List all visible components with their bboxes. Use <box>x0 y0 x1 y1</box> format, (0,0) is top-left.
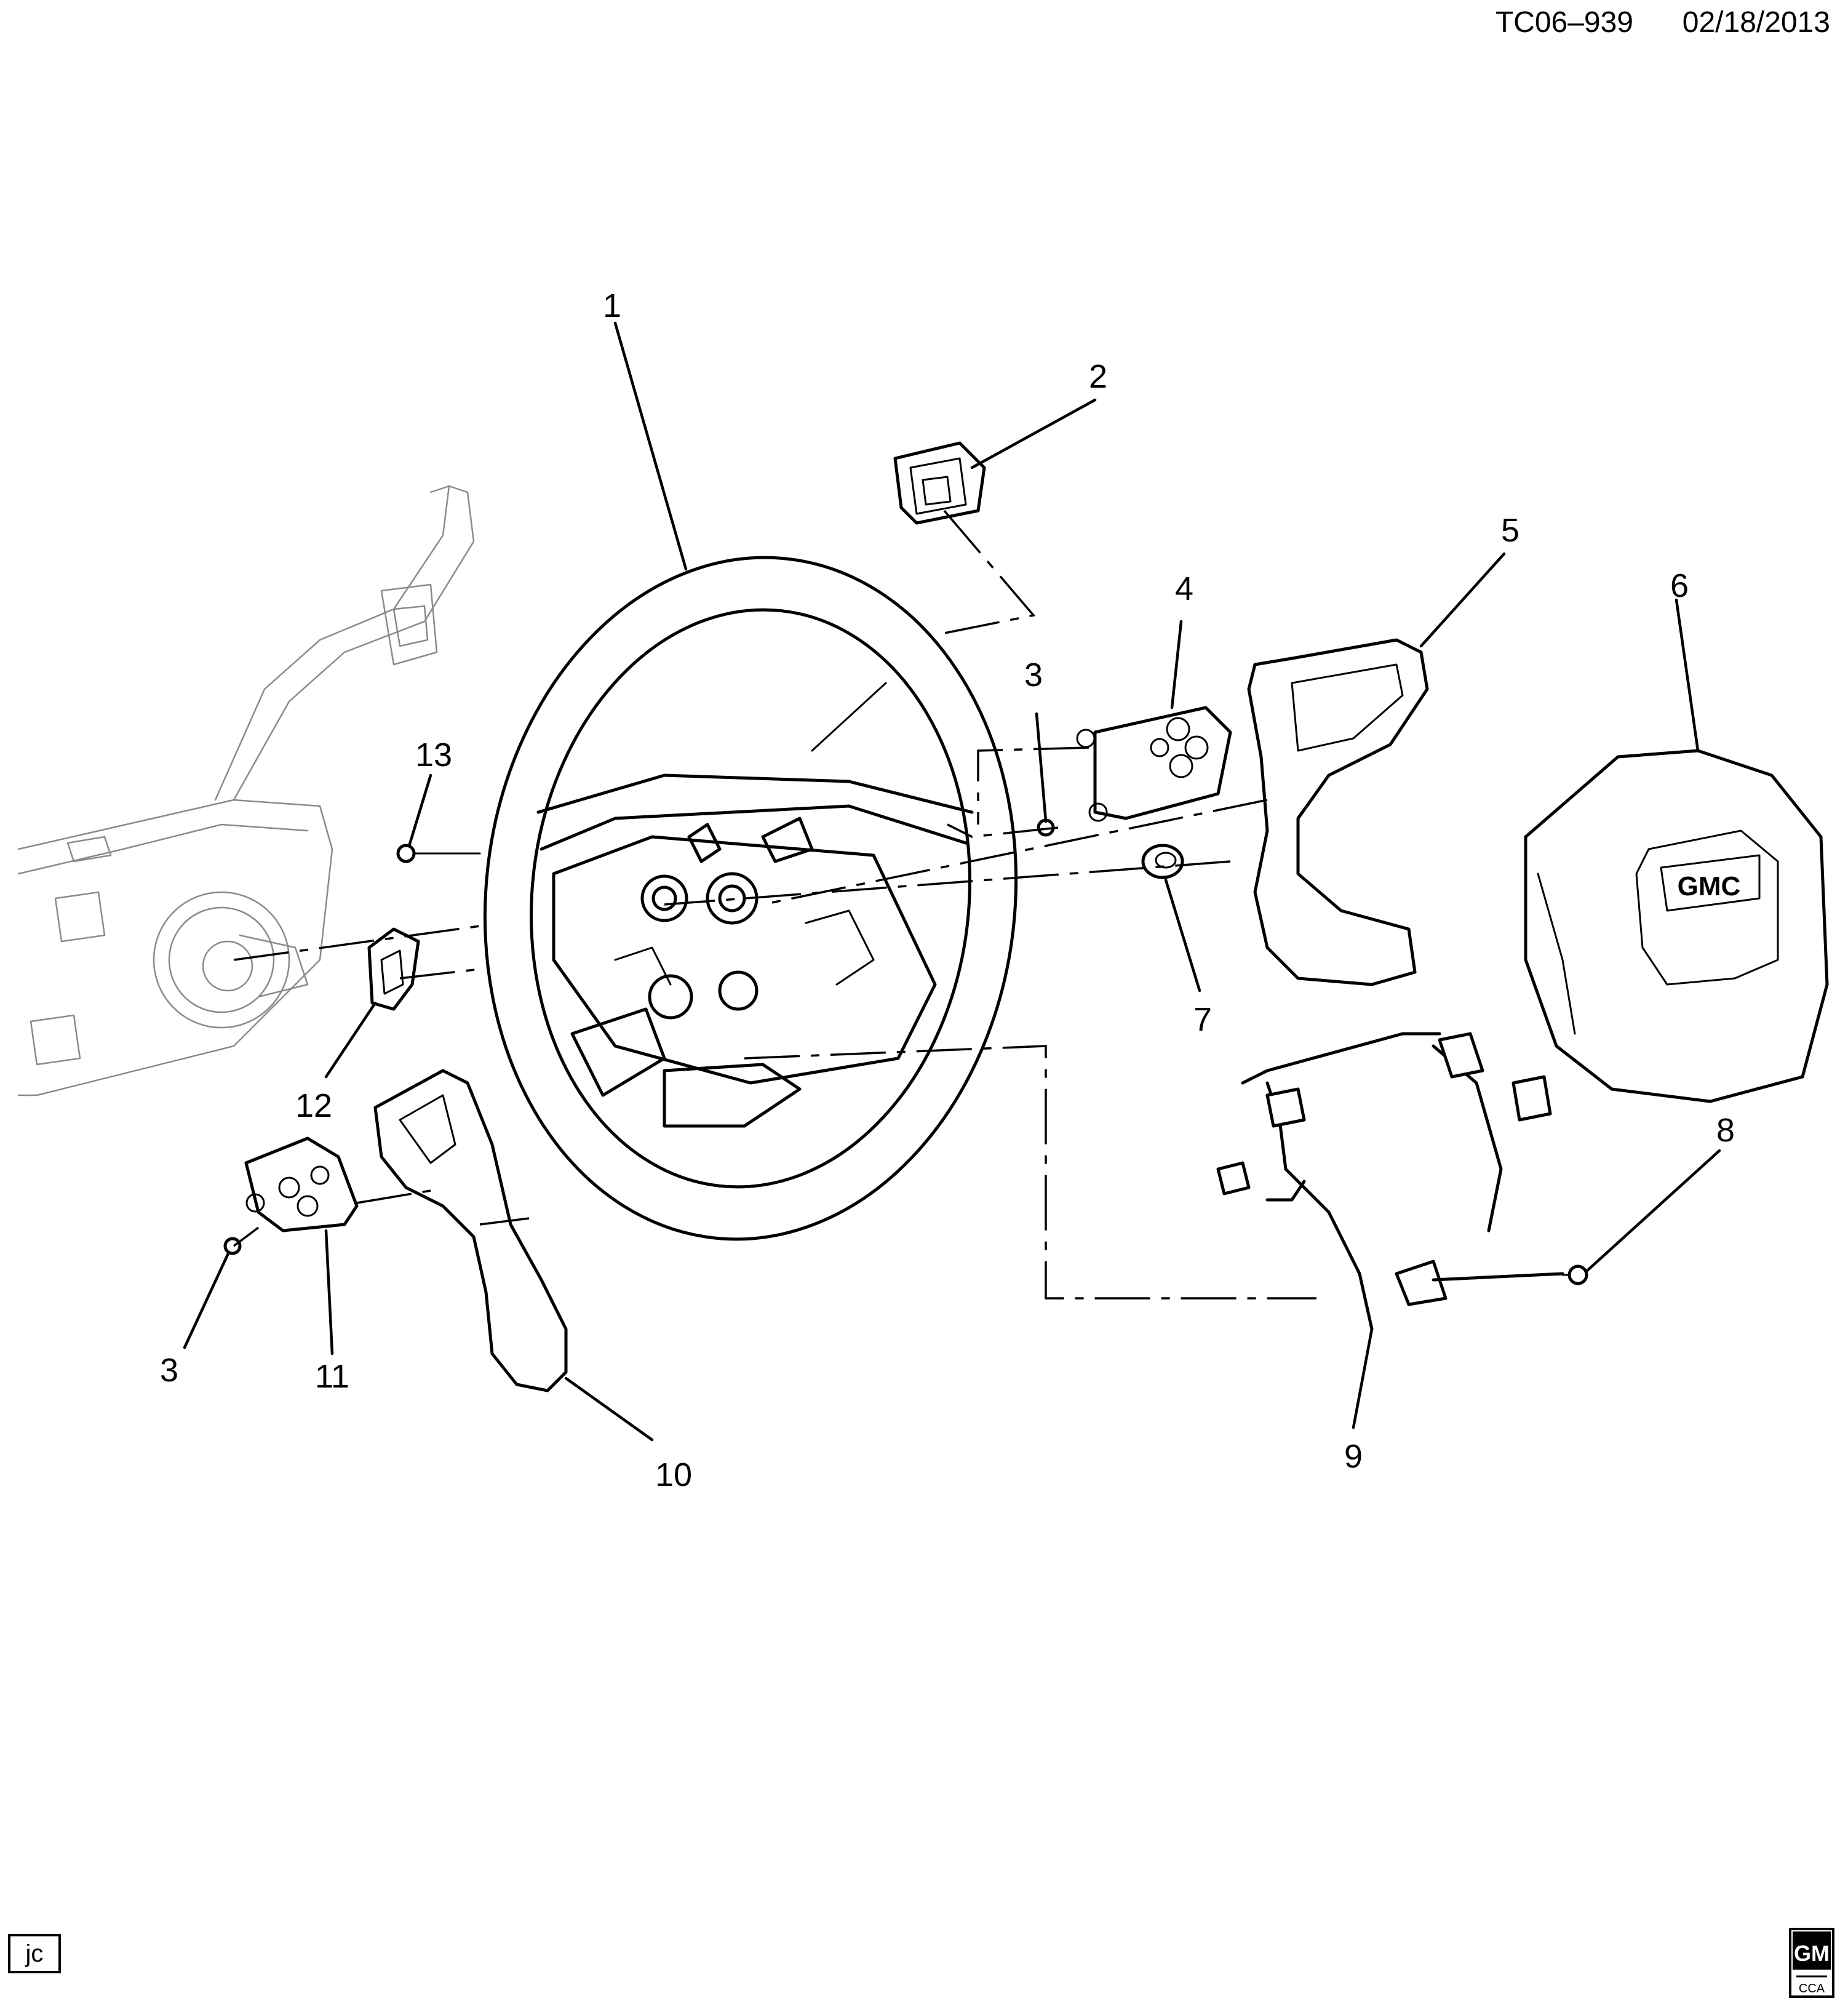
gmc-badge: GMC <box>1678 871 1741 901</box>
assembly-lines <box>233 509 1316 1300</box>
diagram-code: TC06–939 <box>1496 6 1633 39</box>
part-5-bezel <box>1247 638 1429 986</box>
callout-11: 11 <box>315 1358 349 1395</box>
part-10-bezel <box>373 1069 568 1392</box>
gm-logo: GM CCA <box>1789 1928 1834 1998</box>
part-6-airbag: GMC <box>1524 749 1829 1103</box>
part-4-switch <box>1076 706 1232 822</box>
diagram-date: 02/18/2013 <box>1683 6 1830 39</box>
steering-column <box>17 485 475 1096</box>
callout-5: 5 <box>1501 512 1519 549</box>
illustrator-tag: jc <box>8 1934 61 1973</box>
part-9-harness <box>1216 1032 1564 1331</box>
callout-6: 6 <box>1670 567 1689 604</box>
part-2-cover <box>893 441 986 525</box>
part-11-switch <box>244 1136 359 1232</box>
callout-3-lower: 3 <box>160 1352 178 1389</box>
callout-12: 12 <box>295 1087 332 1124</box>
gm-logo-sub: CCA <box>1799 1982 1825 1995</box>
steering-wheel <box>483 556 1018 1241</box>
part-13-screw <box>396 844 481 863</box>
callout-9: 9 <box>1344 1438 1363 1475</box>
callouts: 1 2 3 4 5 6 7 8 9 10 11 3 12 13 <box>160 287 1735 1493</box>
part-7-nut <box>1141 844 1184 879</box>
callout-4: 4 <box>1175 570 1193 607</box>
part-12-bracket <box>367 927 420 1011</box>
gm-logo-text: GM <box>1794 1941 1830 1966</box>
illustrator-tag-text: jc <box>25 1940 44 1967</box>
callout-13: 13 <box>415 737 452 773</box>
callout-8: 8 <box>1716 1112 1735 1149</box>
callout-10: 10 <box>655 1456 692 1493</box>
callout-3-upper: 3 <box>1024 657 1043 693</box>
callout-2: 2 <box>1089 358 1107 395</box>
part-3-screw-lower <box>223 1237 242 1255</box>
part-8-bolt <box>1561 1264 1588 1285</box>
leader-lines <box>183 321 1721 1442</box>
callout-1: 1 <box>603 287 621 324</box>
callout-7: 7 <box>1193 1001 1212 1038</box>
